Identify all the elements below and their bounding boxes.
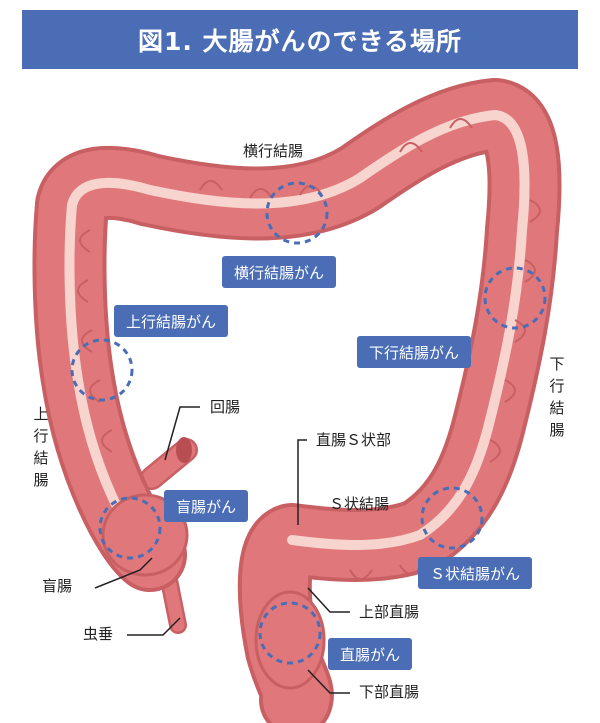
ileum-label: 回腸 <box>210 398 241 416</box>
sigmoid-cancer-circle <box>420 486 484 550</box>
sigmoid-colon-label: Ｓ状結腸 <box>329 495 390 513</box>
cecum-label: 盲腸 <box>42 577 73 595</box>
colon-shape <box>32 78 562 723</box>
leader-lines <box>94 406 350 694</box>
rectosigmoid-label: 直腸Ｓ状部 <box>316 431 392 449</box>
rectum-shape <box>254 590 326 690</box>
rectum-cancer-badge: 直腸がん <box>328 638 413 670</box>
cecum-cancer-badge: 盲腸がん <box>164 490 249 522</box>
appendix-label: 虫垂 <box>83 625 114 643</box>
ascending-colon-label: 上行結腸 <box>33 405 49 489</box>
rectum-cancer-circle <box>258 601 322 665</box>
upper-rectum-label: 上部直腸 <box>359 603 420 621</box>
transverse-cancer-circle <box>265 181 329 245</box>
cecum-cancer-circle <box>98 496 162 560</box>
ascending-cancer-badge: 上行結腸がん <box>114 305 229 337</box>
descending-colon-label: 下行結腸 <box>549 355 565 439</box>
descending-cancer-badge: 下行結腸がん <box>357 336 472 368</box>
sigmoid-cancer-badge: Ｓ状結腸がん <box>418 557 533 589</box>
descending-cancer-circle <box>483 266 547 330</box>
page-title: 図1. 大腸がんのできる場所 <box>137 26 463 56</box>
transverse-cancer-badge: 横行結腸がん <box>222 256 337 288</box>
lower-rectum-label: 下部直腸 <box>359 683 420 701</box>
ascending-cancer-circle <box>70 338 134 402</box>
transverse-colon-label: 横行結腸 <box>243 142 304 160</box>
title-banner: 図1. 大腸がんのできる場所 <box>22 10 578 69</box>
